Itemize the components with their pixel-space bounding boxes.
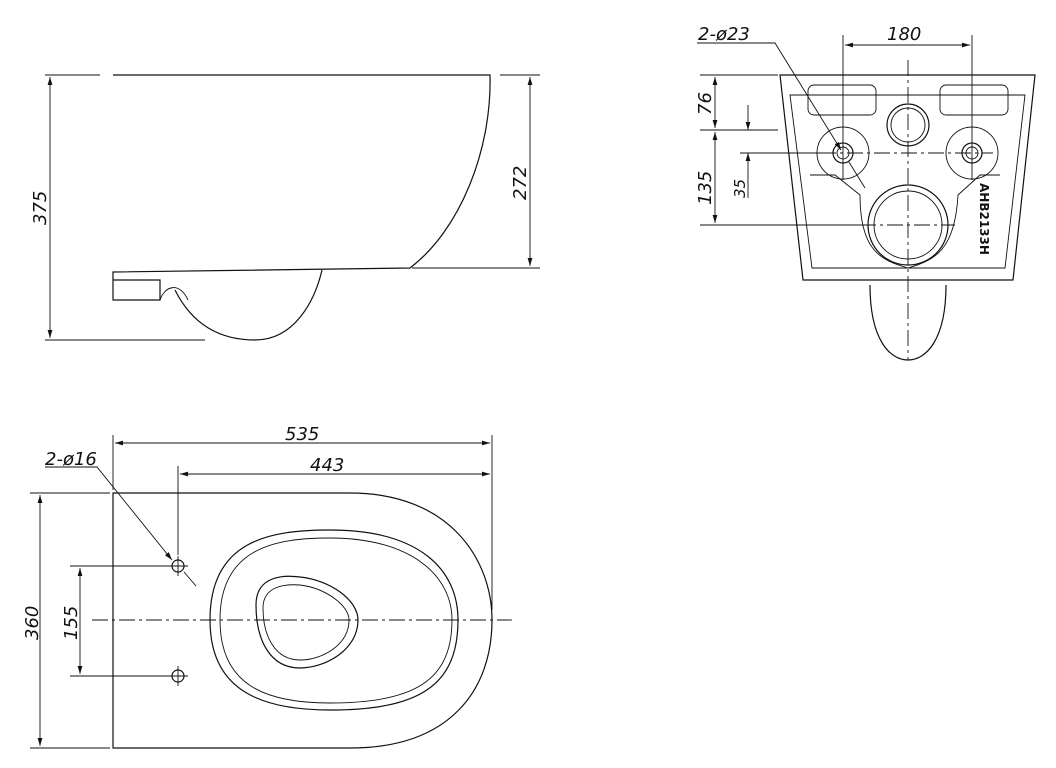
dim-rear-hole-spacing: 180 xyxy=(887,24,921,45)
side-view: 375 272 xyxy=(30,74,540,341)
side-body-outline xyxy=(112,74,491,301)
dim-offset: 35 xyxy=(731,179,749,198)
side-bowl xyxy=(174,269,323,341)
hole-label-16: 2-ø16 xyxy=(45,449,97,470)
dim-top-to-holes: 76 xyxy=(695,92,716,115)
dim-width: 360 xyxy=(22,606,43,640)
hole-label-23: 2-ø23 xyxy=(698,24,750,45)
dim-hole-to-front: 443 xyxy=(310,455,344,476)
dim-holes-to-outlet: 135 xyxy=(695,171,716,205)
dim-total-length: 535 xyxy=(285,424,319,445)
side-inlet xyxy=(159,287,189,301)
rear-outline xyxy=(779,74,1036,281)
rear-view: AHB2133H 2-ø23 180 76 135 35 xyxy=(695,24,1036,361)
model-label: AHB2133H xyxy=(977,183,991,255)
dim-total-height: 375 xyxy=(30,191,51,225)
dim-hole-spacing: 155 xyxy=(61,606,82,640)
dim-rim-height: 272 xyxy=(510,166,531,200)
top-view: 535 443 2-ø16 360 155 xyxy=(22,424,512,749)
